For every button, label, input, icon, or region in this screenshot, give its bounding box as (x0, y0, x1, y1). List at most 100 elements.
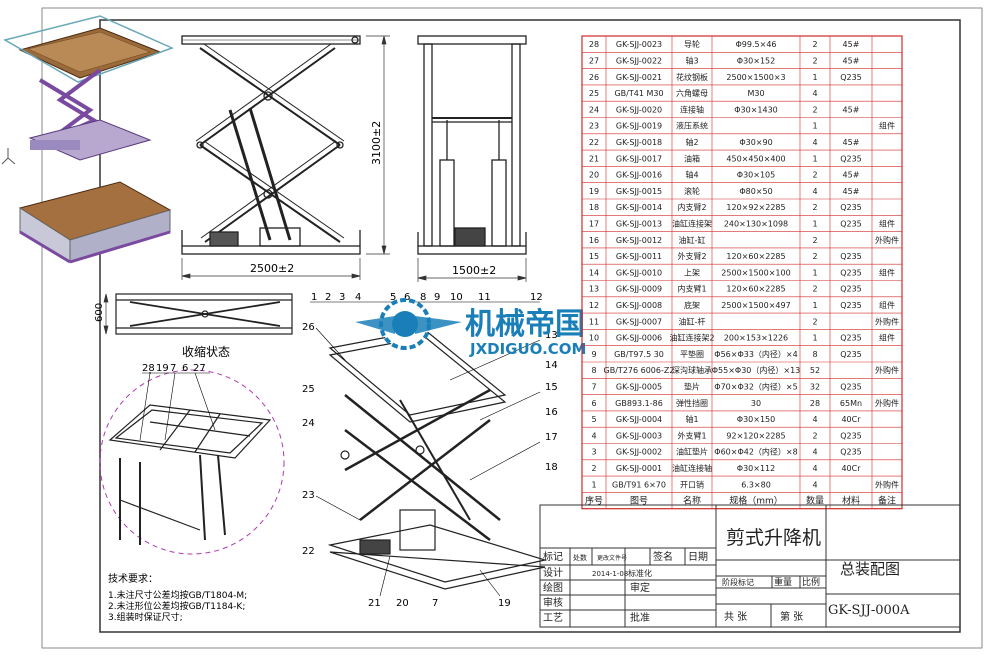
bom-row-6-cell: 65Mn (840, 399, 862, 408)
bom-row-15-cell: GK-SJJ-0011 (616, 252, 662, 261)
bom-row-14-cell: Q235 (840, 268, 862, 277)
balloon-right-17: 17 (545, 432, 558, 443)
bom-row-19-cell: 45# (843, 187, 860, 196)
iso-assembly (327, 329, 548, 590)
bom-row-11-cell: 2 (812, 317, 817, 326)
balloon-right-14: 14 (545, 360, 558, 371)
note-line-2: 2.未注形位公差均按GB/T1184-K; (108, 600, 245, 612)
bom-row-21-cell: 21 (589, 154, 599, 163)
bom-row-20-cell: 20 (589, 171, 599, 180)
bom-row-24-cell: GK-SJJ-0020 (616, 105, 662, 114)
bom-row-25-cell: M30 (747, 89, 764, 98)
bom-row-3-cell: 油缸垫片 (676, 447, 708, 457)
bom-header-cell: 序号 (585, 495, 603, 507)
axis-triad-icon (1, 148, 16, 165)
balloon-left-23: 23 (302, 490, 315, 501)
bom-row-28-cell: Φ99.5×46 (736, 40, 777, 49)
collapsed-dim (103, 293, 109, 335)
bom-row-28-cell: GK-SJJ-0023 (616, 40, 662, 49)
iso-view-raised (3, 15, 175, 161)
outer-frame (41, 7, 983, 649)
bom-row-24-cell: 2 (812, 105, 817, 114)
dim-front-width: 2500±2 (250, 262, 294, 275)
detail-balloon-7: 7 (170, 363, 176, 374)
balloon-top-12: 12 (530, 292, 543, 303)
bom-row-5-cell: 轴1 (685, 414, 698, 424)
bom-row-16-cell: GK-SJJ-0012 (616, 236, 662, 245)
bom-row-12-cell: 1 (812, 301, 817, 310)
bom-row-16-cell: 外购件 (875, 235, 899, 245)
bom-header-cell: 规格（mm） (729, 495, 783, 507)
bom-row-10-cell: 200×153×1226 (724, 334, 788, 343)
title-block (539, 504, 961, 628)
bom-row-11-cell: 11 (589, 317, 599, 326)
bom-row-21-cell: 油箱 (684, 153, 700, 163)
balloon-bottom-19: 19 (498, 598, 511, 609)
tb-design-label: 设计 (543, 566, 563, 579)
iso-balloons-left: 26 25 24 23 22 (302, 322, 361, 557)
balloon-top-2: 2 (325, 292, 331, 303)
balloon-top-11: 11 (478, 292, 491, 303)
tb-check-label: 审定 (630, 581, 650, 594)
balloon-bottom-21: 21 (368, 598, 381, 609)
bom-row-28-cell: 2 (812, 40, 817, 49)
balloon-top-4: 4 (355, 292, 361, 303)
bom-row-5-cell: 5 (591, 415, 596, 424)
bom-row-19-cell: 4 (812, 187, 817, 196)
tb-stage-label: 阶段标记 (722, 577, 754, 587)
tb-scale-label: 比例 (802, 576, 820, 588)
bom-row-14-cell: 上架 (684, 268, 700, 277)
bom-row-9-cell: GB/T97.5 30 (614, 350, 664, 359)
iso-balloons-right: 13 14 15 16 17 18 (449, 330, 558, 481)
bom-row-9-cell: Q235 (840, 350, 862, 359)
bom-row-1-cell: 6.3×80 (741, 480, 771, 489)
bom-row-4-cell: 4 (591, 431, 596, 440)
dim-front-height: 3100±2 (370, 121, 383, 165)
bom-row-25-cell: 4 (812, 89, 817, 98)
bom-header-cell: 材料 (842, 495, 860, 507)
drawing-title: 剪式升降机 (726, 527, 821, 549)
bom-row-6-cell: 28 (810, 399, 820, 408)
side-view-dims (417, 258, 527, 282)
bom-row-25-cell: GB/T41 M30 (614, 89, 663, 98)
bom-row-4-cell: 92×120×2285 (726, 431, 785, 440)
bom-row-8-cell: Φ55×Φ30（内径）×13 (712, 365, 801, 375)
tb-sheet-no: 第 张 (780, 610, 803, 623)
bom-row-20-cell: 45# (843, 171, 860, 180)
iso-view-collapsed (18, 181, 172, 264)
watermark-logo: 机械帝国 JXDIGUO.COM (355, 298, 586, 358)
bom-row-12-cell: 12 (589, 301, 599, 310)
tb-change-doc: 更改文件号 (597, 554, 627, 562)
bom-row-21-cell: GK-SJJ-0017 (616, 154, 662, 163)
detail-balloon-6: 6 (182, 363, 188, 374)
bom-row-28-cell: 28 (589, 40, 599, 49)
bom-row-12-cell: 组件 (879, 300, 895, 310)
balloon-top-5: 5 (390, 292, 396, 303)
bom-row-16-cell: 16 (589, 236, 599, 245)
bom-row-10-cell: 组件 (879, 333, 895, 343)
bom-row-1-cell: 外购件 (875, 479, 899, 489)
balloon-top-10: 10 (450, 292, 463, 303)
bom-row-1-cell: GB/T91 6×70 (612, 480, 666, 489)
bom-row-1-cell: 开口销 (680, 479, 704, 489)
bom-row-21-cell: Q235 (840, 154, 862, 163)
bom-row-11-cell: 油缸-杆 (679, 316, 706, 326)
bom-row-23-cell: 23 (589, 122, 599, 131)
bom-row-4-cell: 2 (812, 431, 817, 440)
bom-row-20-cell: 轴4 (685, 170, 698, 180)
bom-row-15-cell: 120×60×2285 (726, 252, 785, 261)
bom-row-20-cell: GK-SJJ-0016 (616, 171, 662, 180)
bom-row-5-cell: GK-SJJ-0004 (616, 415, 662, 424)
bom-row-20-cell: 2 (812, 171, 817, 180)
bom-row-7-cell: 32 (810, 382, 820, 391)
bom-row-23-cell: 液压系统 (676, 121, 708, 131)
watermark-cn: 机械帝国 (465, 307, 585, 342)
bom-row-23-cell: 组件 (879, 121, 895, 131)
bom-row-19-cell: Φ80×50 (739, 187, 772, 196)
bom-row-24-cell: Φ30×1430 (734, 105, 778, 114)
bom-row-18-cell: GK-SJJ-0014 (616, 203, 662, 212)
bom-row-15-cell: 外支臂2 (677, 251, 706, 261)
bom-row-22-cell: 45# (843, 138, 860, 147)
bom-row-12-cell: 2500×1500×497 (721, 301, 790, 310)
bom-row-17-cell: GK-SJJ-0013 (616, 219, 662, 228)
